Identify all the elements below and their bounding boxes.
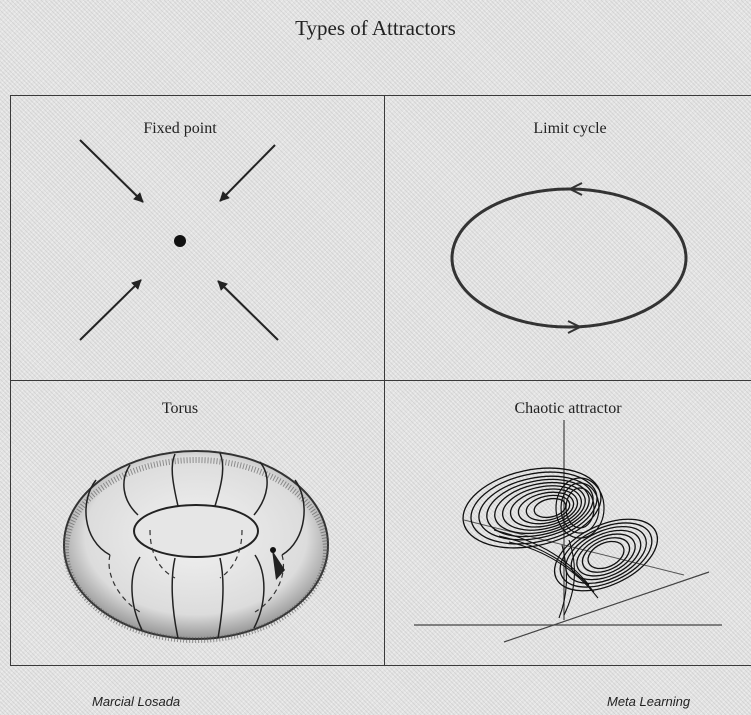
attractor-y-axis: [504, 572, 709, 642]
fixed-point-diagram: [10, 95, 384, 380]
attractor-left-lobe: [456, 456, 609, 559]
arrow-bottom-left: [80, 280, 141, 340]
limit-cycle-orbit: [452, 189, 686, 327]
page-title: Types of Attractors: [0, 16, 751, 41]
footer-source: Meta Learning: [607, 694, 690, 709]
torus-diagram: [10, 380, 384, 665]
fixed-point-dot: [174, 235, 186, 247]
torus-trajectory-point: [270, 547, 276, 553]
footer-author: Marcial Losada: [92, 694, 180, 709]
arrow-top-left: [80, 140, 143, 202]
grid-bottom-rule: [10, 665, 751, 666]
arrow-bottom-right: [218, 281, 278, 340]
chaotic-attractor-diagram: [384, 380, 751, 665]
limit-cycle-diagram: [384, 95, 751, 380]
arrow-top-right: [220, 145, 275, 201]
